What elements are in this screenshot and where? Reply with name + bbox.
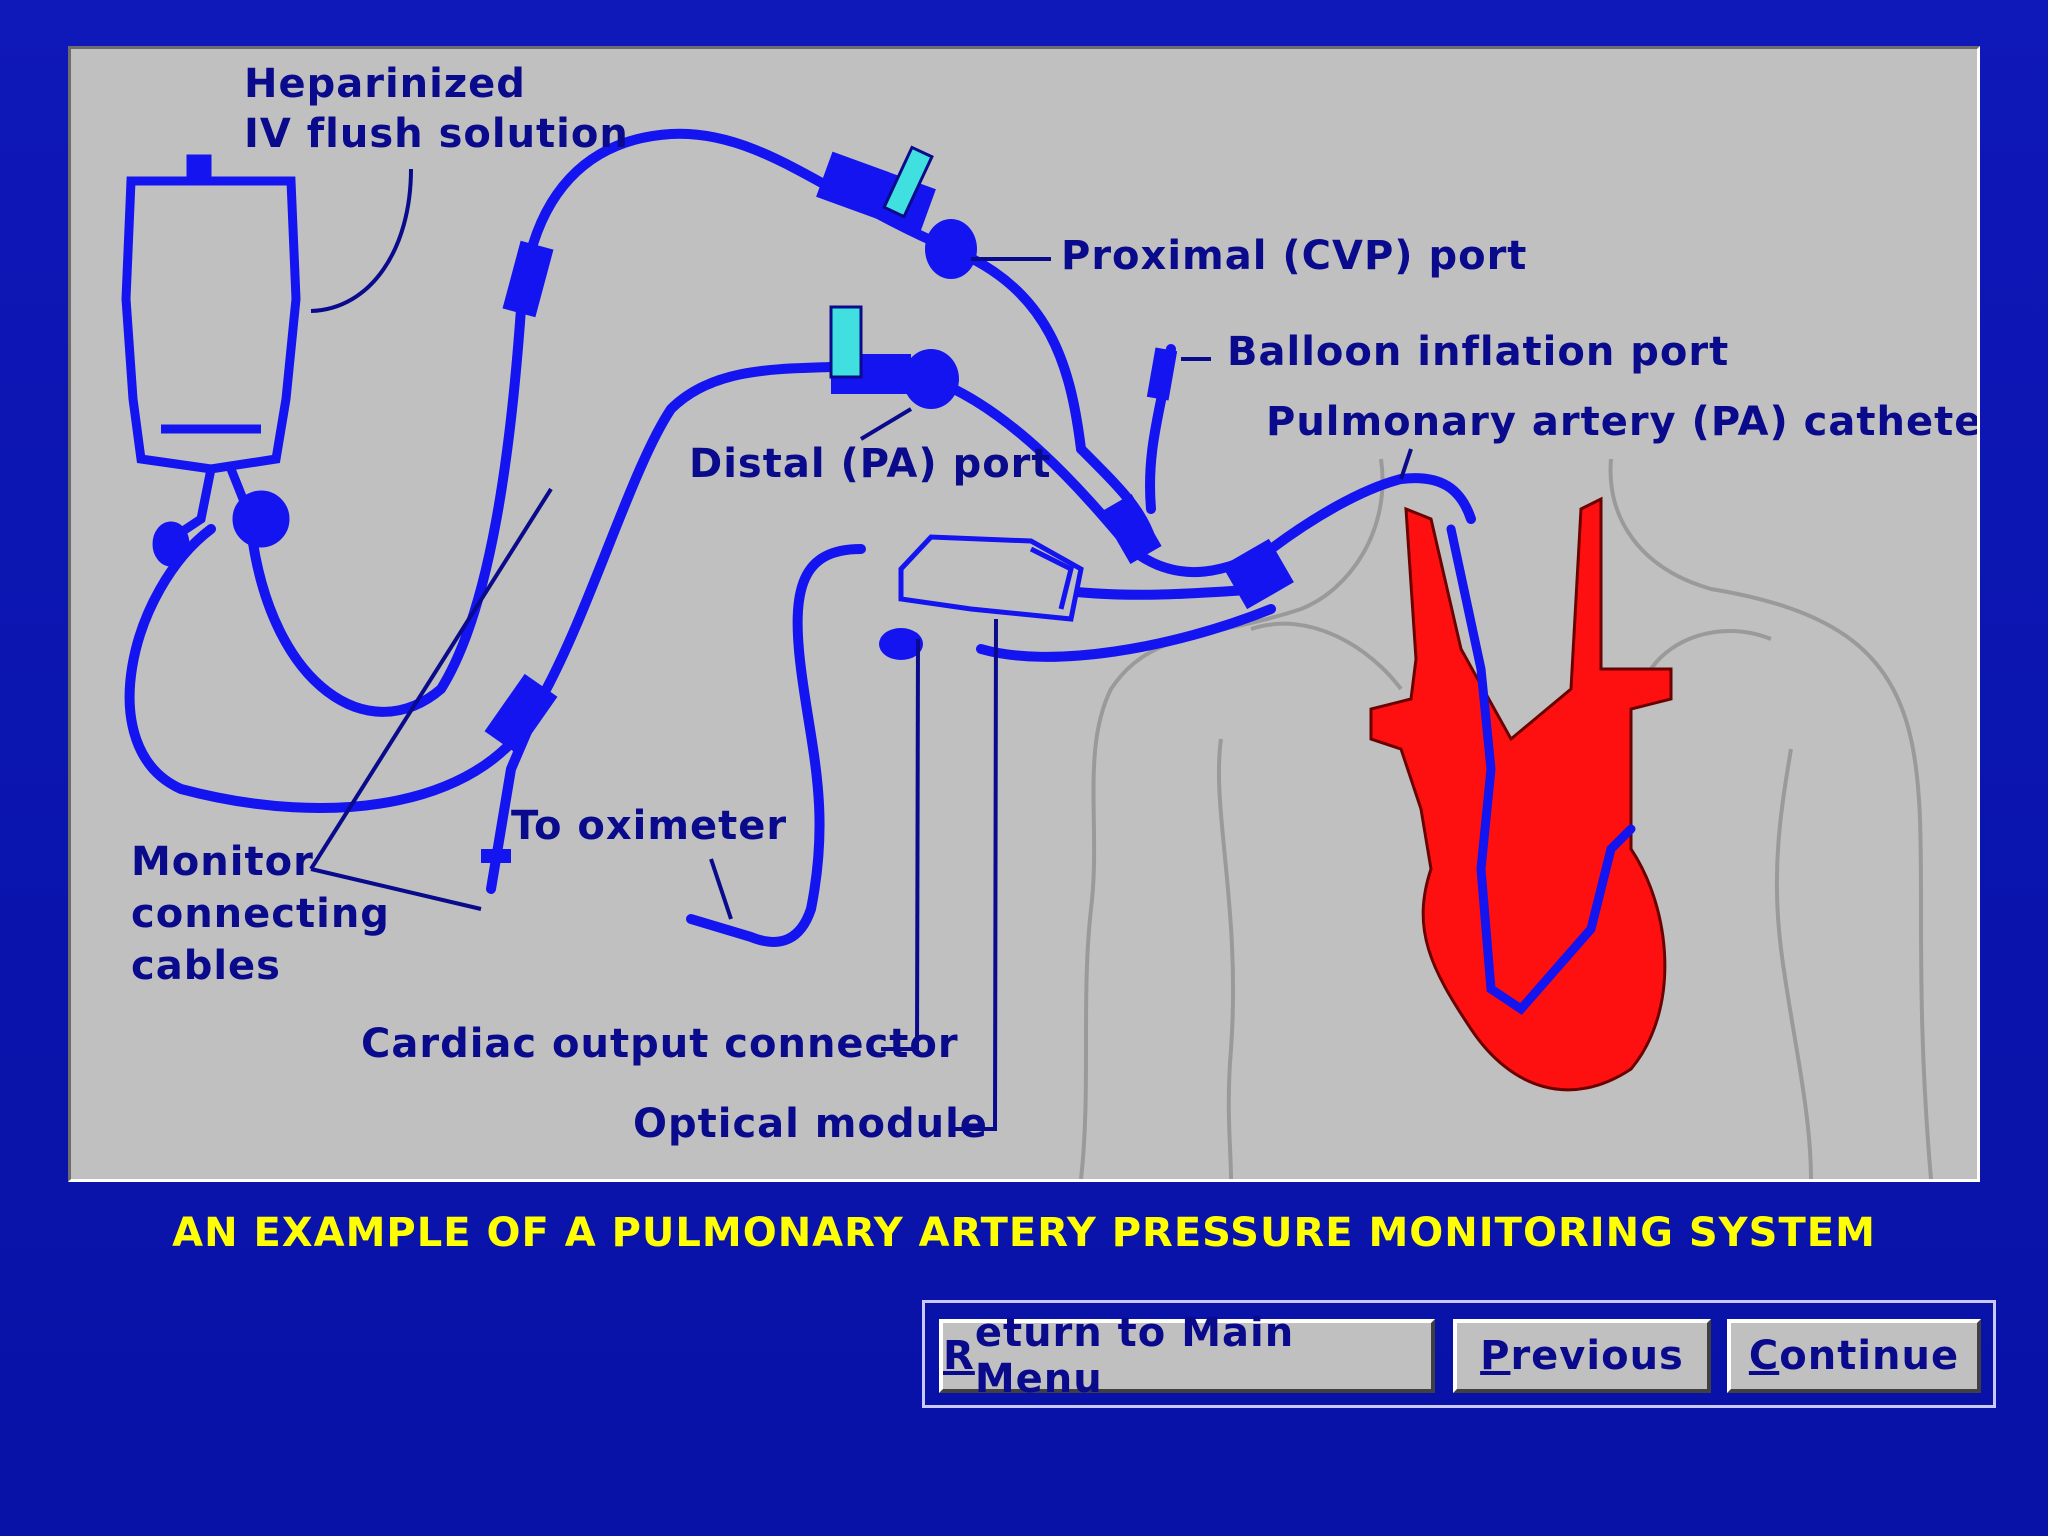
button-hotkey: R (943, 1333, 975, 1379)
figure-panel: Heparinized IV flush solution Proximal (… (68, 46, 1980, 1182)
label-connecting: connecting (131, 891, 390, 937)
iv-bag (121, 154, 301, 567)
label-heparinized: Heparinized (244, 61, 526, 107)
pa-monitoring-diagram: Heparinized IV flush solution Proximal (… (121, 61, 1977, 1179)
button-label: revious (1510, 1333, 1684, 1379)
label-iv-flush-solution: IV flush solution (244, 111, 629, 157)
stopcocks (829, 145, 934, 379)
heart-illustration (1369, 496, 1673, 1092)
label-balloon-inflation-port: Balloon inflation port (1227, 329, 1729, 375)
figure-caption: AN EXAMPLE OF A PULMONARY ARTERY PRESSUR… (172, 1210, 1876, 1256)
label-proximal-port: Proximal (CVP) port (1061, 233, 1527, 279)
pointer-lines (309, 257, 1413, 1131)
button-hotkey: P (1480, 1333, 1511, 1379)
label-distal-port: Distal (PA) port (689, 441, 1052, 487)
label-pa-catheter: Pulmonary artery (PA) catheter (1266, 399, 1977, 445)
button-hotkey: C (1748, 1333, 1780, 1379)
label-cardiac-output-connector: Cardiac output connector (361, 1021, 959, 1067)
button-label: eturn to Main Menu (974, 1310, 1295, 1402)
button-label: ontinue (1779, 1333, 1960, 1379)
heparin-pointer (310, 168, 413, 313)
patient-torso-outline (1079, 458, 1933, 1179)
label-cables: cables (131, 943, 281, 989)
label-to-oximeter: To oximeter (511, 803, 787, 849)
optical-module (898, 534, 1084, 622)
label-monitor: Monitor (131, 839, 314, 885)
label-optical-module: Optical module (633, 1101, 988, 1147)
connectors (481, 151, 1294, 863)
